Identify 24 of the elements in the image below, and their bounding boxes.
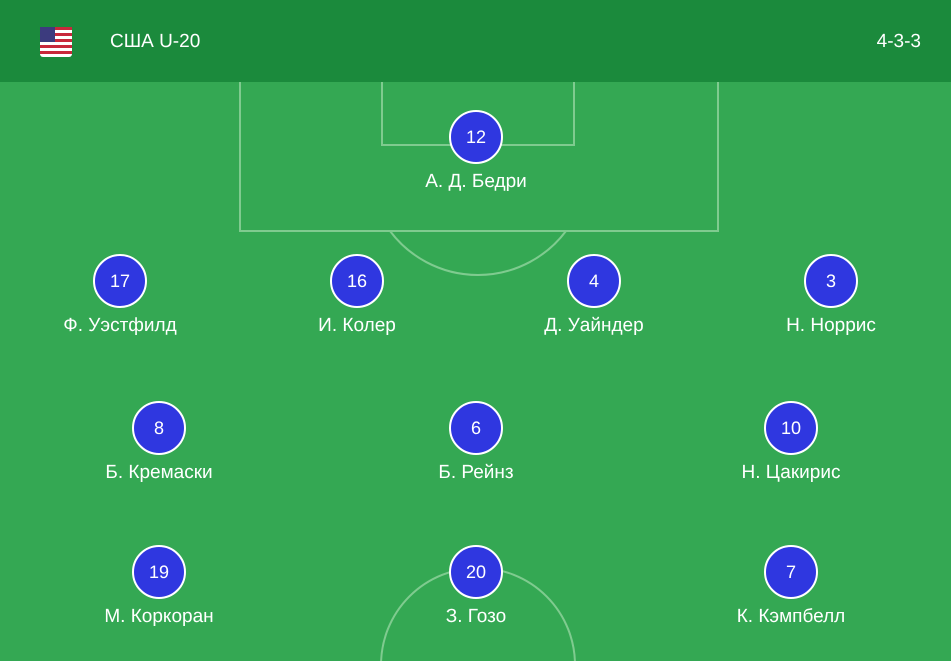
formation-label: 4-3-3 [876,31,921,53]
player-number-circle: 16 [330,254,384,308]
player-name: Б. Кремаски [105,462,213,484]
player-number-circle: 17 [93,254,147,308]
player-name: М. Коркоран [104,606,214,628]
player-number-circle: 3 [804,254,858,308]
player-name: Б. Рейнз [438,462,514,484]
player-name: Н. Норрис [786,315,876,337]
player-name: Ф. Уэстфилд [63,315,177,337]
player-number-circle: 20 [449,545,503,599]
player-number-circle: 19 [132,545,186,599]
player-name: И. Колер [318,315,396,337]
player-name: З. Гозо [446,606,506,628]
team-name: США U-20 [110,31,200,53]
player-number-circle: 10 [764,401,818,455]
player-number-circle: 7 [764,545,818,599]
player-number-circle: 4 [567,254,621,308]
player-number-circle: 6 [449,401,503,455]
player-name: А. Д. Бедри [425,171,527,193]
player-number-circle: 12 [449,110,503,164]
player-number-circle: 8 [132,401,186,455]
player-name: К. Кэмпбелл [736,606,846,628]
player-name: Н. Цакирис [742,462,840,484]
player-name: Д. Уайндер [544,315,644,337]
